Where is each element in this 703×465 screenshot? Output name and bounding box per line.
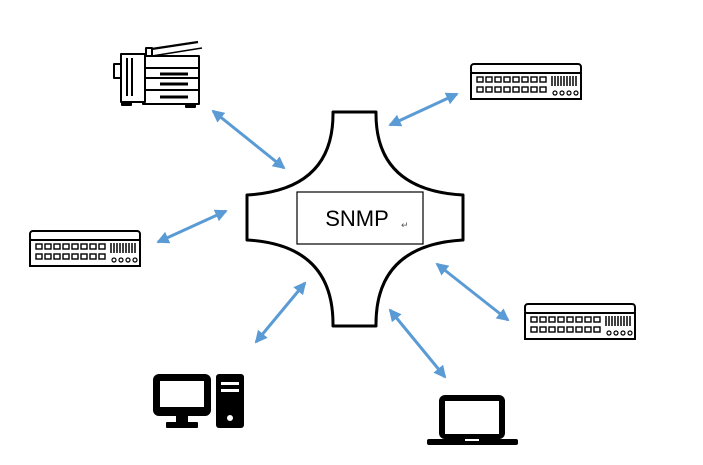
snmp-label-box (296, 191, 424, 245)
laptop-icon (427, 395, 518, 445)
network-switch-icon-top-right (470, 63, 582, 100)
return-mark: ↵ (401, 221, 409, 231)
arrow-switch-right (435, 262, 510, 322)
connection-arrows (156, 92, 510, 379)
network-switch-icon-right (524, 303, 636, 340)
arrow-switch-top-right (388, 92, 459, 127)
arrow-printer (211, 109, 286, 170)
snmp-label: SNMP (325, 206, 389, 231)
desktop-computer-icon (153, 374, 244, 428)
arrow-desktop (254, 281, 307, 344)
printer-icon (113, 40, 203, 108)
snmp-hub: SNMP ↵ (245, 110, 465, 328)
network-switch-icon-left (29, 230, 141, 267)
arrow-laptop (388, 308, 447, 379)
arrow-switch-left (156, 209, 228, 244)
